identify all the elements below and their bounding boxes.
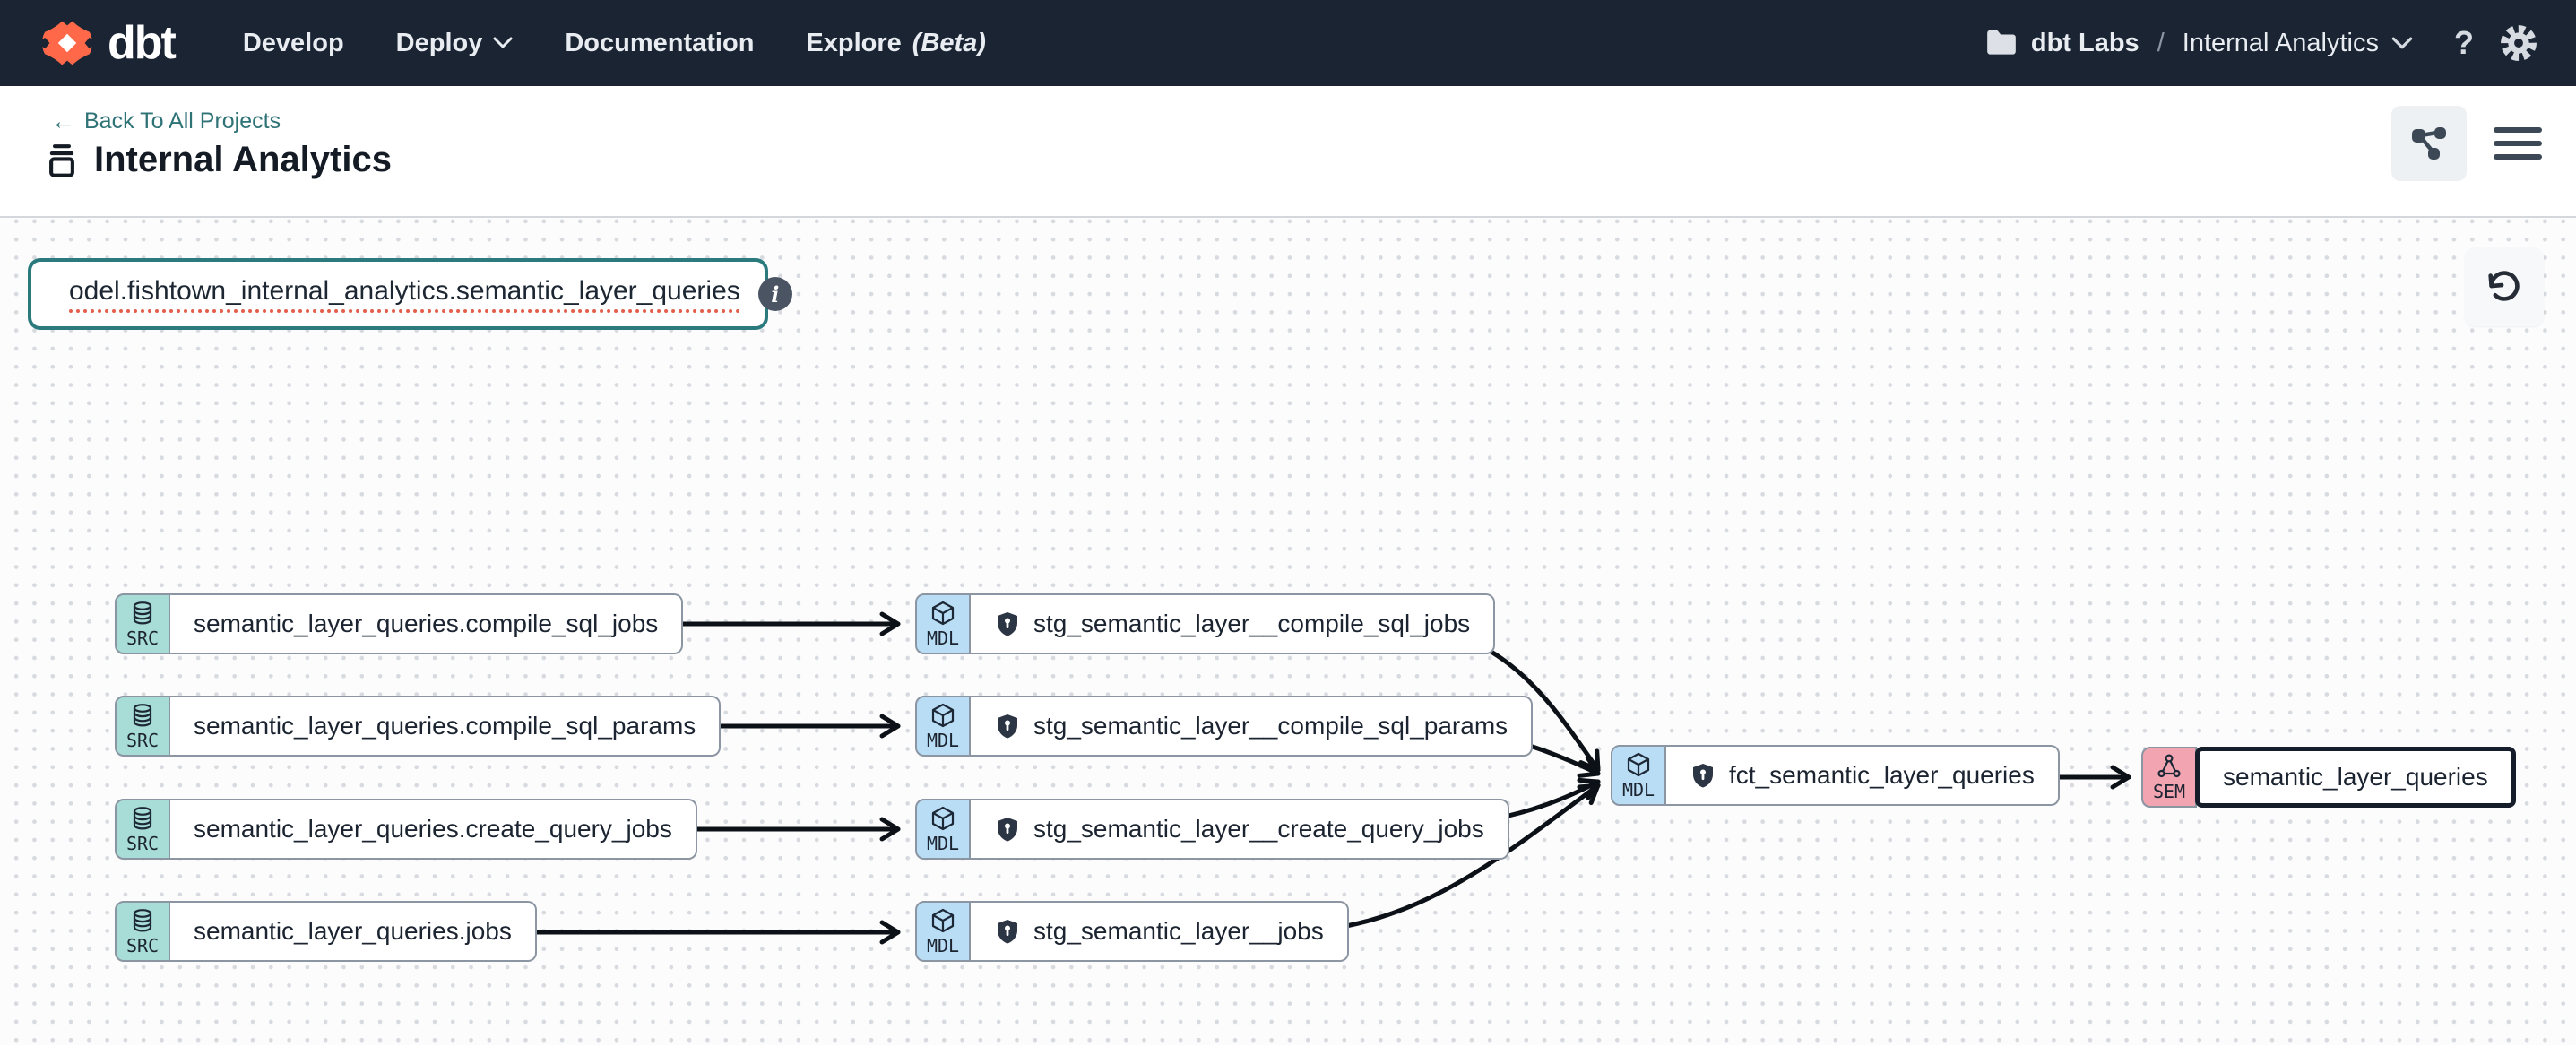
source-badge: SRC [115,799,170,860]
graph-node-src-compile-sql-jobs[interactable]: SRC semantic_layer_queries.compile_sql_j… [115,593,684,654]
reset-rotate-icon [2488,271,2520,301]
dbt-logo-text: dbt [108,17,177,69]
header-actions [2391,106,2542,181]
lineage-view-button[interactable] [2391,106,2467,181]
model-badge: MDL [915,901,971,962]
source-badge: SRC [115,593,170,654]
nav-deploy[interactable]: Deploy [396,29,514,58]
database-icon [133,806,152,830]
lineage-canvas[interactable]: odel.fishtown_internal_analytics.semanti… [0,218,2576,1045]
graph-node-fct-semantic-layer-queries[interactable]: MDL fct_semantic_layer_queries [1611,745,2060,806]
beta-tag: (Beta) [912,28,986,57]
semantic-model-badge: SEM [2141,747,2197,808]
source-badge: SRC [115,901,170,962]
chevron-down-icon [2391,37,2413,48]
chevron-down-icon [493,37,513,48]
search-input[interactable]: odel.fishtown_internal_analytics.semanti… [28,258,792,330]
shield-contract-icon [998,714,1017,739]
page-header: ← Back To All Projects Internal Analytic… [0,86,2576,218]
dbt-logo[interactable]: dbt [38,13,177,73]
top-navbar: dbt Develop Deploy Documentation Explore… [0,0,2576,86]
database-icon [133,703,152,727]
settings-gear-icon[interactable] [2499,23,2538,63]
project-selector[interactable]: Internal Analytics [2183,29,2413,58]
cube-icon [931,601,955,625]
hamburger-menu-button[interactable] [2494,117,2542,170]
back-arrow-icon: ← [51,108,75,134]
breadcrumb-separator: / [2157,28,2165,57]
shield-contract-icon [998,612,1017,636]
nav-documentation[interactable]: Documentation [565,28,755,57]
account-switcher[interactable]: dbt Labs [1984,29,2139,58]
graph-node-stg-compile-sql-params[interactable]: MDL stg_semantic_layer__compile_sql_para… [915,696,1534,757]
model-badge: MDL [915,593,971,654]
model-badge: MDL [915,799,971,860]
account-name: dbt Labs [2030,28,2139,57]
project-icon [49,143,74,177]
page-title: Internal Analytics [94,140,392,179]
semantic-network-icon [2157,753,2181,777]
graph-node-src-compile-sql-params[interactable]: SRC semantic_layer_queries.compile_sql_p… [115,696,722,757]
folder-icon [1987,30,2016,55]
info-icon[interactable]: i [757,277,792,311]
cube-icon [931,908,955,932]
graph-node-sem-semantic-layer-queries[interactable]: SEM semantic_layer_queries [2141,747,2516,808]
cube-icon [931,703,955,727]
model-badge: MDL [915,696,971,757]
lineage-graph-icon [2412,127,2446,160]
shield-contract-icon [1693,764,1713,788]
graph-node-src-jobs[interactable]: SRC semantic_layer_queries.jobs [115,901,537,962]
reset-view-button[interactable] [2465,247,2544,326]
dbt-logo-icon [38,13,97,73]
shield-contract-icon [998,920,1017,944]
title-row: Internal Analytics [45,140,392,180]
shield-contract-icon [998,818,1017,842]
back-to-projects-link[interactable]: ← Back To All Projects [51,108,281,134]
menu-bar [2494,154,2542,160]
cube-icon [1627,752,1650,776]
graph-node-stg-jobs[interactable]: MDL stg_semantic_layer__jobs [915,901,1349,962]
graph-node-src-create-query-jobs[interactable]: SRC semantic_layer_queries.create_query_… [115,799,697,860]
menu-bar [2494,127,2542,133]
menu-bar [2494,141,2542,146]
graph-node-stg-compile-sql-jobs[interactable]: MDL stg_semantic_layer__compile_sql_jobs [915,593,1496,654]
nav-explore[interactable]: Explore (Beta) [806,28,986,57]
database-icon [133,908,152,932]
help-icon[interactable]: ? [2454,24,2474,61]
nav-develop[interactable]: Develop [242,28,344,57]
database-icon [133,601,152,625]
project-name: Internal Analytics [2182,28,2379,57]
search-value: odel.fishtown_internal_analytics.semanti… [69,276,740,313]
navbar-right: dbt Labs / Internal Analytics ? [1984,23,2538,63]
cube-icon [931,806,955,830]
graph-node-stg-create-query-jobs[interactable]: MDL stg_semantic_layer__create_query_job… [915,799,1509,860]
main-nav: Develop Deploy Documentation Explore (Be… [243,29,986,58]
model-badge: MDL [1611,745,1666,806]
source-badge: SRC [115,696,170,757]
